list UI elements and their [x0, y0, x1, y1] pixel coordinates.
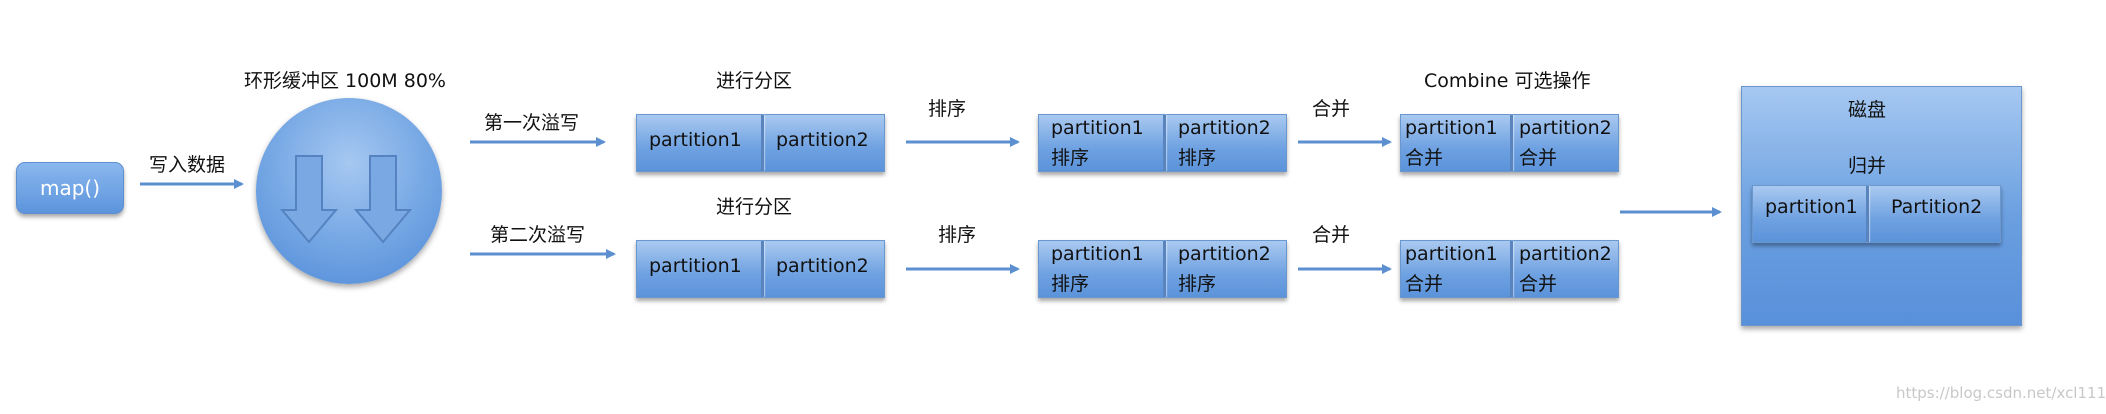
watermark: https://blog.csdn.net/xcl111 — [1896, 384, 2106, 402]
sort-sub-label: 排序 — [1051, 273, 1090, 295]
partition2-label: partition2 — [1519, 243, 1612, 265]
partition-box-bottom: partition1 partition2 — [636, 240, 885, 298]
map-node: map() — [16, 162, 124, 214]
spill-1-label: 第一次溢写 — [484, 112, 580, 134]
partition-label-bottom: 进行分区 — [716, 196, 793, 218]
partition1-label: partition1 — [1051, 117, 1144, 139]
partition1-label: partition1 — [1051, 243, 1144, 265]
partition1-label: partition1 — [1405, 243, 1498, 265]
partition2-label: partition2 — [1178, 117, 1271, 139]
partition-label-top: 进行分区 — [716, 70, 793, 92]
merge-sub-label: 合并 — [1519, 273, 1558, 295]
ring-buffer-node — [256, 98, 442, 284]
sorted-box-bottom: partition1 排序 partition2 排序 — [1038, 240, 1287, 298]
partition2-label: partition2 — [1178, 243, 1271, 265]
merge-sub-label: 合并 — [1405, 147, 1444, 169]
merge-sub-label: 合并 — [1405, 273, 1444, 295]
sort-sub-label: 排序 — [1178, 147, 1217, 169]
combine-label: Combine 可选操作 — [1424, 70, 1591, 92]
sort-label-top: 排序 — [928, 98, 967, 120]
partition1-label: partition1 — [1405, 117, 1498, 139]
partition-box-top: partition1 partition2 — [636, 114, 885, 172]
disk-merge-label: 归并 — [1848, 155, 1887, 177]
partition2-label: partition2 — [1519, 117, 1612, 139]
disk-partition-box: partition1 Partition2 — [1752, 185, 2001, 243]
spill-2-label: 第二次溢写 — [490, 224, 586, 246]
sort-label-bottom: 排序 — [938, 224, 977, 246]
partition2-label: partition2 — [776, 255, 869, 277]
down-arrow-left-icon — [279, 155, 339, 244]
disk-partition2-label: Partition2 — [1891, 196, 1983, 218]
merge-label-top: 合并 — [1312, 98, 1351, 120]
sort-sub-label: 排序 — [1178, 273, 1217, 295]
buffer-down-arrows — [279, 155, 413, 244]
merged-box-top: partition1 合并 partition2 合并 — [1400, 114, 1619, 172]
write-data-label: 写入数据 — [149, 154, 226, 176]
merge-sub-label: 合并 — [1519, 147, 1558, 169]
merge-label-bottom: 合并 — [1312, 224, 1351, 246]
partition1-label: partition1 — [649, 129, 742, 151]
merged-box-bottom: partition1 合并 partition2 合并 — [1400, 240, 1619, 298]
partition2-label: partition2 — [776, 129, 869, 151]
disk-partition1-label: partition1 — [1765, 196, 1858, 218]
sorted-box-top: partition1 排序 partition2 排序 — [1038, 114, 1287, 172]
down-arrow-right-icon — [353, 155, 413, 244]
partition1-label: partition1 — [649, 255, 742, 277]
disk-title: 磁盘 — [1848, 99, 1887, 121]
sort-sub-label: 排序 — [1051, 147, 1090, 169]
disk-node: 磁盘 归并 partition1 Partition2 — [1741, 86, 2022, 326]
ring-buffer-label: 环形缓冲区 100M 80% — [244, 70, 446, 92]
